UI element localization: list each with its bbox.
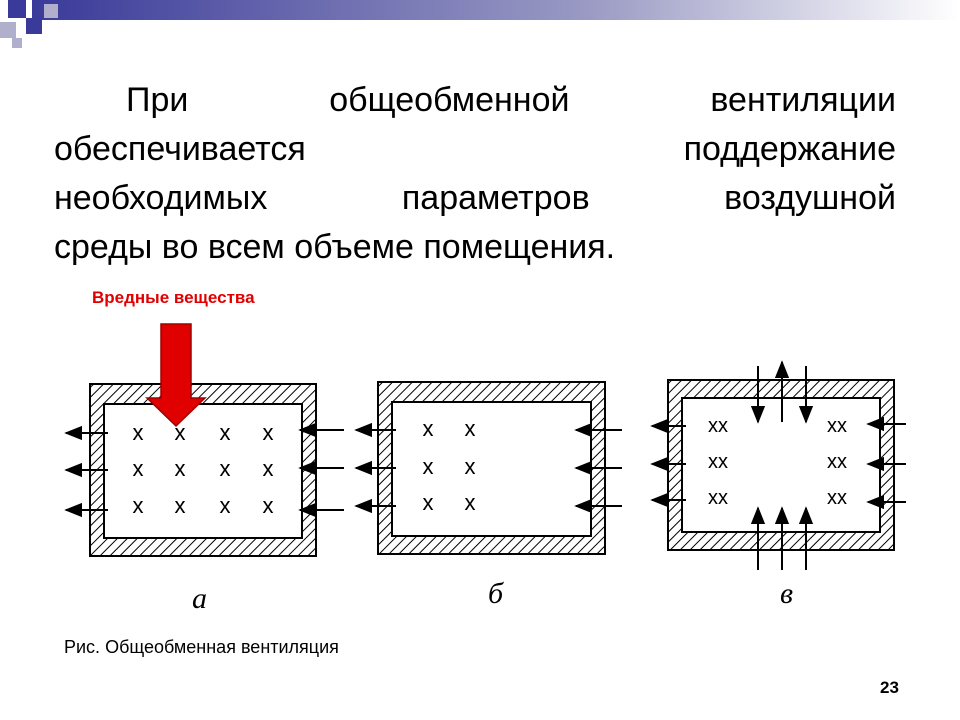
figure-letter-a: а <box>192 582 207 615</box>
room-c-harmful-marks: xx xx xx xx xx xx <box>708 415 847 509</box>
svg-text:x: x <box>220 456 231 481</box>
harmful-substances-arrow <box>145 323 207 428</box>
svg-text:xx: xx <box>708 487 728 509</box>
svg-text:xx: xx <box>708 415 728 437</box>
figure-letter-v: в <box>780 577 794 610</box>
svg-text:x: x <box>263 493 274 518</box>
svg-text:x: x <box>133 420 144 445</box>
room-b-exhaust-arrows <box>354 422 396 514</box>
svg-text:x: x <box>263 420 274 445</box>
figure-letter-b: б <box>488 577 504 610</box>
room-b-supply-arrows <box>574 422 622 514</box>
svg-text:x: x <box>220 420 231 445</box>
room-c-top-arrows <box>750 360 814 424</box>
svg-text:x: x <box>133 456 144 481</box>
svg-text:xx: xx <box>827 451 847 473</box>
svg-text:x: x <box>465 490 476 515</box>
svg-text:xx: xx <box>827 415 847 437</box>
room-c-exhaust-arrows <box>650 418 686 508</box>
room-a-supply-arrows <box>298 422 344 518</box>
room-a-exhaust-arrows <box>64 425 108 518</box>
svg-text:xx: xx <box>827 487 847 509</box>
room-c-bottom-arrows <box>750 506 814 570</box>
figure-caption: Рис. Общеобменная вентиляция <box>64 637 339 657</box>
svg-text:x: x <box>423 490 434 515</box>
svg-text:x: x <box>175 420 186 445</box>
main-text-line-3: необходимых параметров воздушной <box>54 179 896 217</box>
svg-text:x: x <box>423 454 434 479</box>
page-number: 23 <box>880 678 899 697</box>
main-text-line-2: обеспечивается поддержание <box>54 130 896 168</box>
main-text-line-4: среды во всем объеме помещения. <box>54 228 616 266</box>
svg-text:x: x <box>175 456 186 481</box>
main-paragraph: При общеобменной вентиляции обеспечивает… <box>54 76 896 272</box>
svg-text:x: x <box>465 454 476 479</box>
main-text-line-1: При общеобменной вентиляции <box>126 81 896 119</box>
svg-text:x: x <box>263 456 274 481</box>
svg-text:x: x <box>175 493 186 518</box>
svg-text:xx: xx <box>708 451 728 473</box>
decorative-header-bar <box>0 0 960 48</box>
room-c: xx xx xx xx xx xx <box>650 360 906 570</box>
room-c-supply-arrows <box>866 416 906 510</box>
harmful-substances-label: Вредные вещества <box>92 288 255 307</box>
svg-text:x: x <box>423 416 434 441</box>
svg-text:x: x <box>465 416 476 441</box>
svg-text:x: x <box>220 493 231 518</box>
svg-text:x: x <box>133 493 144 518</box>
